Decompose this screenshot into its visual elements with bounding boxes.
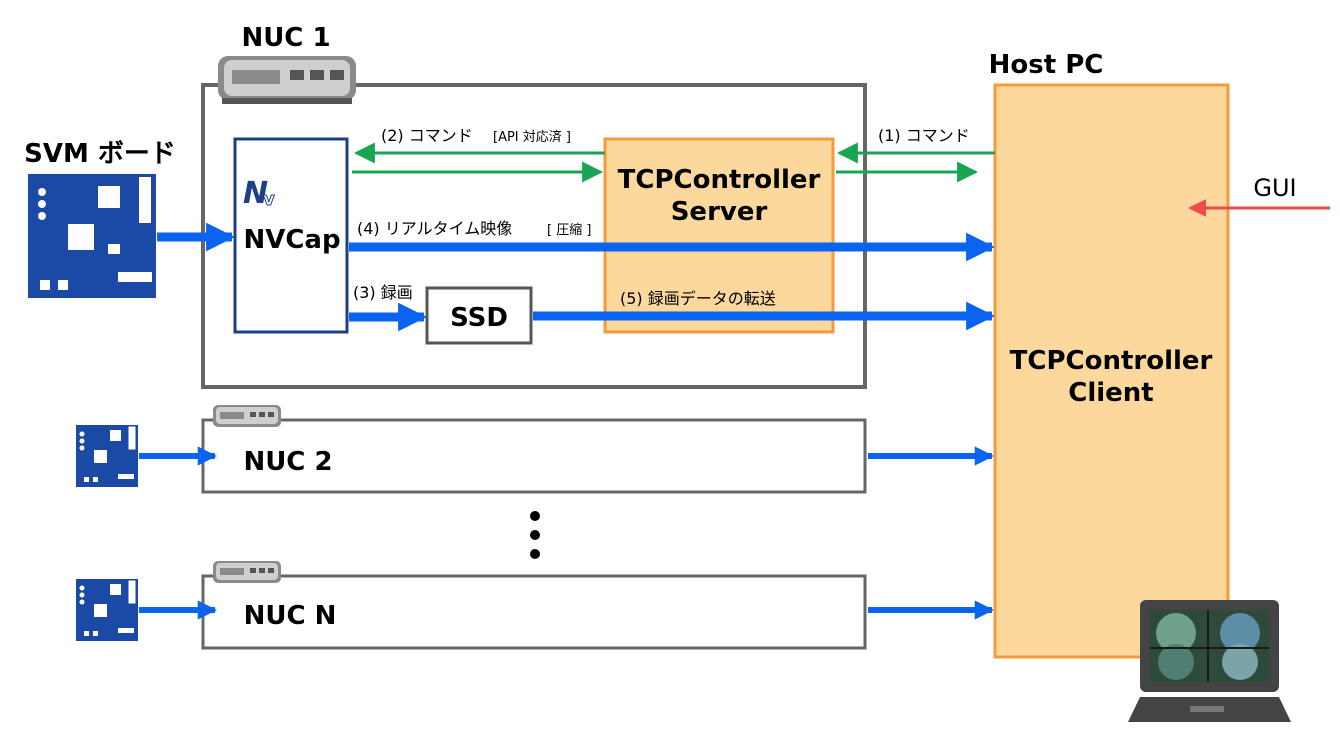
nuc2-label: NUC 2 — [243, 447, 332, 477]
server-label-line2: Server — [671, 197, 768, 227]
label-cmd2: (2) コマンド — [381, 126, 473, 145]
laptop-icon — [1128, 600, 1291, 722]
ellipsis-dot — [530, 530, 540, 540]
ellipsis-dot — [530, 511, 540, 521]
client-box — [993, 83, 1230, 659]
svm-board-icon — [28, 174, 156, 298]
nuc1-title: NUC 1 — [241, 23, 330, 53]
ssd-label: SSD — [450, 303, 508, 333]
host-title: Host PC — [989, 50, 1104, 80]
svm-board-n-icon — [76, 579, 138, 641]
server-label-line1: TCPController — [618, 165, 821, 195]
nuc2-device-icon — [213, 405, 281, 427]
label-realtime: (4) リアルタイム映像 — [357, 219, 512, 238]
nuc1-device-icon — [218, 56, 356, 104]
client-label-line2: Client — [1068, 378, 1153, 408]
label-transfer: (5) 録画データの転送 — [620, 289, 776, 308]
label-cmd2-note: [API 対応済 ] — [493, 129, 571, 145]
ssd-box — [425, 286, 533, 345]
svm-board-2-icon — [76, 425, 138, 487]
nvcap-logo-icon: N v — [243, 176, 276, 211]
ellipsis-dot — [530, 549, 540, 559]
nvcap-label: NVCap — [243, 225, 340, 255]
nucn-device-icon — [213, 561, 281, 583]
nucn-label: NUC N — [244, 601, 337, 631]
nuc2-box — [201, 418, 867, 494]
svg-text:v: v — [263, 189, 275, 210]
client-label-line1: TCPController — [1010, 346, 1213, 376]
label-realtime-note: [ 圧縮 ] — [547, 222, 591, 238]
nvcap-box — [233, 137, 349, 334]
label-cmd1: (1) コマンド — [878, 126, 970, 145]
svg-text:N: N — [243, 176, 268, 211]
svm-title: SVM ボード — [24, 139, 176, 169]
gui-label: GUI — [1253, 174, 1296, 202]
server-box — [603, 137, 835, 334]
nucn-box — [201, 574, 867, 650]
label-record: (3) 録画 — [353, 283, 413, 302]
